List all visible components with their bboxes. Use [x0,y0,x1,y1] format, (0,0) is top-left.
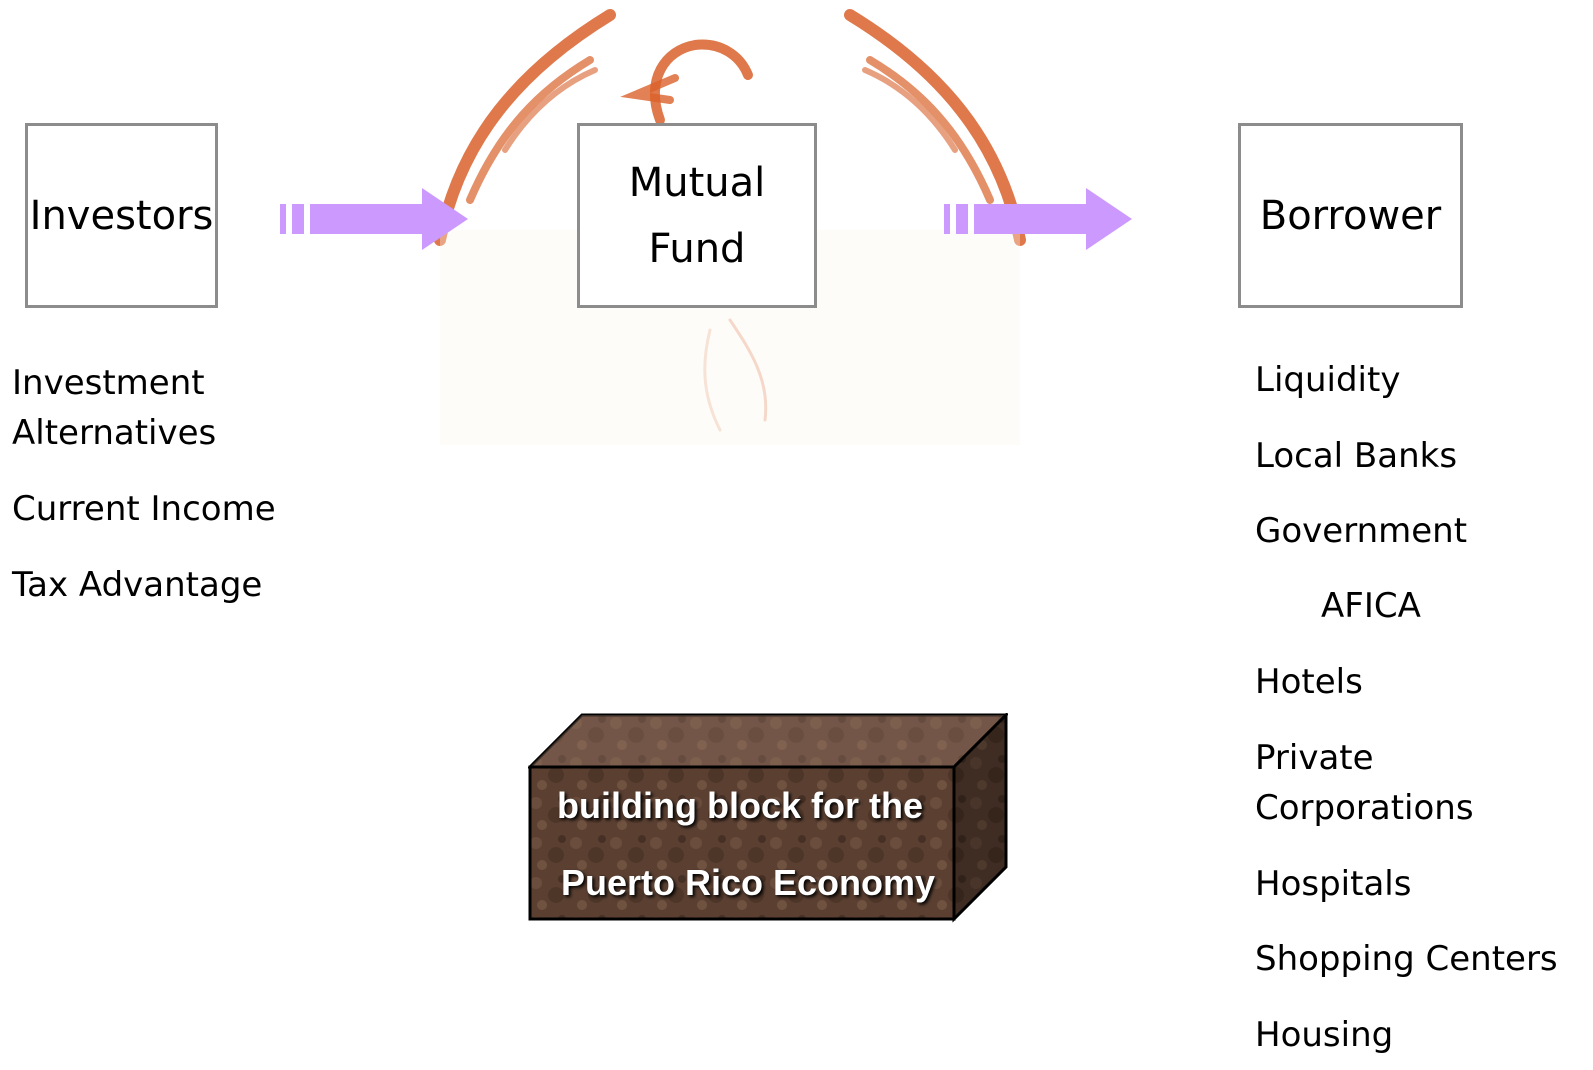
borrower-item: Local Banks [1255,436,1458,476]
mutual-fund-box: Mutual Fund [577,123,817,308]
borrower-item: Private [1255,738,1374,778]
building-block-shape [528,713,1008,923]
arrow-fund-to-borrower [944,188,1132,250]
benefit-item: Alternatives [12,413,217,453]
mutual-fund-label-line1: Mutual [628,159,766,206]
borrower-item: Government [1255,511,1468,551]
benefit-item: Tax Advantage [12,565,263,605]
borrower-label: Borrower [1259,192,1442,239]
building-block-line2: Puerto Rico Economy [560,862,936,903]
investors-label: Investors [29,192,214,239]
borrower-item: Corporations [1255,788,1474,828]
borrower-item: Hotels [1255,662,1363,702]
borrower-box: Borrower [1238,123,1463,308]
borrower-item: Shopping Centers [1255,939,1558,979]
benefit-item: Current Income [12,489,276,529]
building-block-line1: building block for the [557,785,923,826]
borrower-item: Hospitals [1255,864,1412,904]
arrow-investors-to-fund [280,188,468,250]
investors-box: Investors [25,123,218,308]
borrower-item: AFICA [1321,586,1421,626]
borrower-item: Housing [1255,1015,1394,1055]
borrower-item: Liquidity [1255,360,1401,400]
mutual-fund-label-line2: Fund [648,225,746,272]
benefit-item: Investment [12,363,205,403]
